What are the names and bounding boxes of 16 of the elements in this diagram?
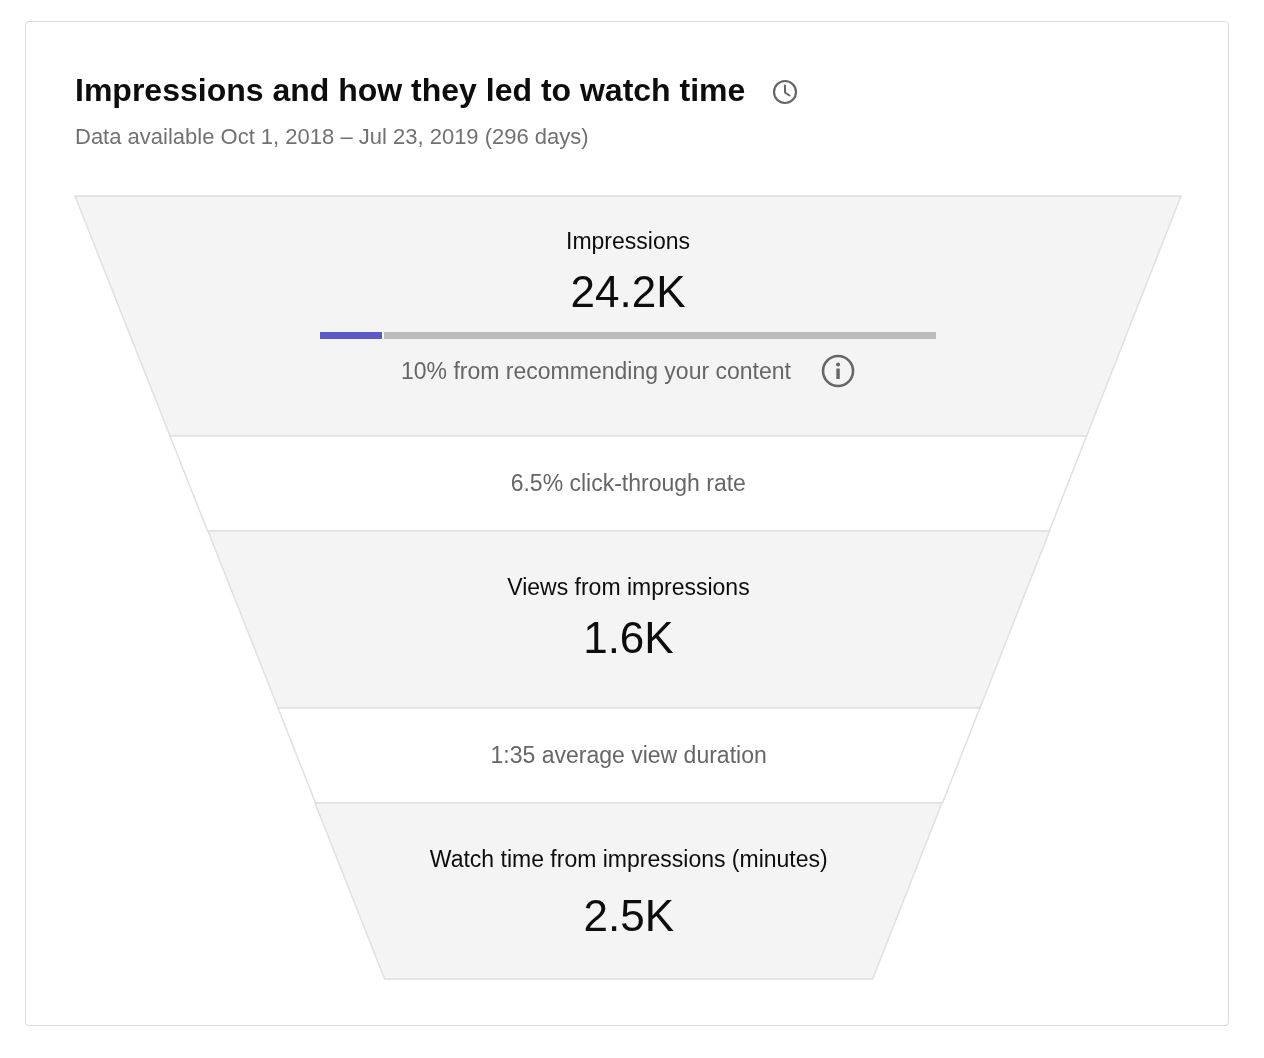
metric-value: 24.2K: [570, 266, 686, 318]
stage-label: Views from impressions: [507, 573, 750, 601]
metric-value: 1.6K: [583, 612, 674, 664]
funnel-segment: [75, 196, 1181, 436]
stage-label: Impressions: [566, 227, 690, 255]
metric-note: 1:35 average view duration: [490, 741, 767, 769]
funnel-segment: [207, 531, 1050, 708]
metric-note: 10% from recommending your content: [401, 357, 791, 385]
date-range-text: Data available Oct 1, 2018 – Jul 23, 2019 (296 days): [75, 123, 589, 151]
metric-note: 6.5% click-through rate: [510, 469, 746, 497]
metric-value: 2.5K: [583, 890, 674, 942]
funnel-segment: [315, 803, 943, 979]
funnel-segment: [170, 436, 1087, 531]
funnel-segment: [277, 708, 980, 803]
stage-label: Watch time from impressions (minutes): [429, 845, 828, 873]
chart-title: Impressions and how they led to watch time: [75, 71, 746, 110]
